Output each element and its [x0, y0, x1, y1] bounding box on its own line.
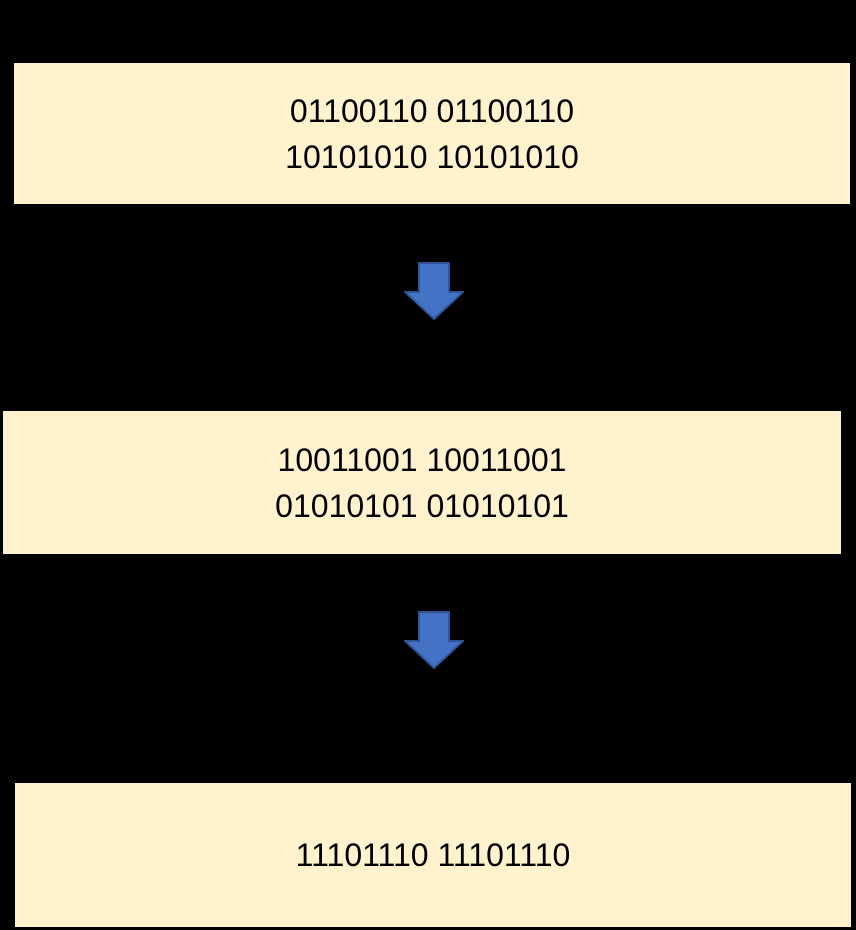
binary-line: 01100110 01100110	[289, 92, 575, 129]
binary-box-middle: 10011001 10011001 01010101 01010101	[3, 411, 841, 554]
binary-line: 11101110 11101110	[295, 837, 571, 873]
down-arrow-icon	[404, 611, 464, 669]
binary-box-top: 01100110 01100110 10101010 10101010	[14, 63, 850, 204]
binary-line: 10011001 10011001	[277, 441, 567, 478]
binary-line: 01010101 01010101	[275, 487, 569, 524]
down-arrow-icon	[404, 262, 464, 320]
binary-line: 10101010 10101010	[285, 138, 579, 175]
binary-box-bottom: 11101110 11101110	[15, 783, 851, 927]
